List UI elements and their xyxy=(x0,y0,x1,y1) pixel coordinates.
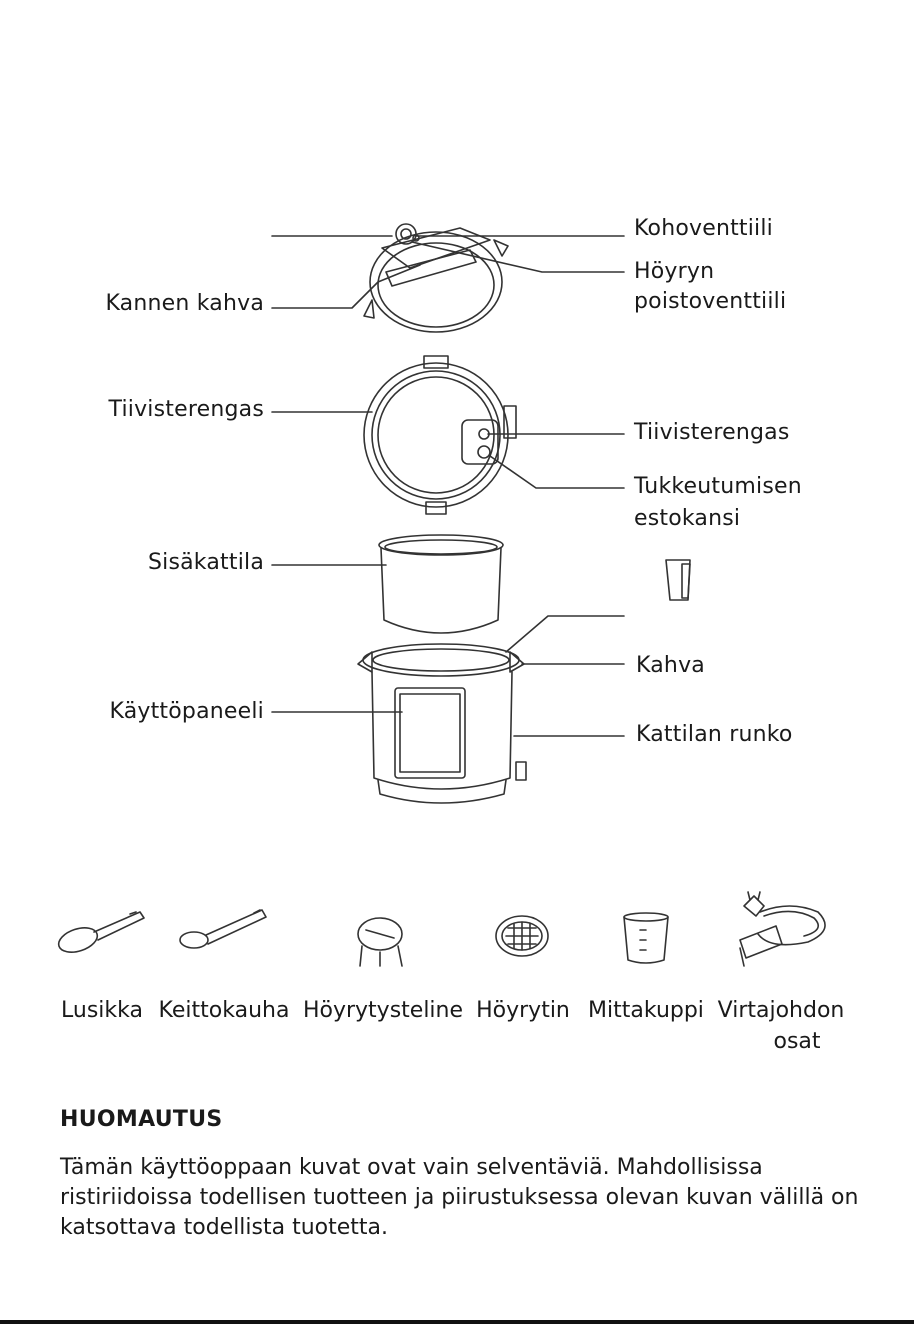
leader-line xyxy=(505,615,625,653)
power-cord-illustration xyxy=(739,891,826,967)
caption-measuring-cup: Mittakuppi xyxy=(588,998,704,1023)
leader-line xyxy=(411,241,625,273)
cooker-base-illustration xyxy=(357,643,527,804)
label-float-valve: Kohoventtiili xyxy=(634,216,773,241)
caption-steamer: Höyrytin xyxy=(476,998,570,1023)
steam-rack-illustration xyxy=(357,917,403,967)
inner-pot-illustration xyxy=(378,534,504,634)
caption-power-cord-line2: osat xyxy=(773,1029,821,1054)
steamer-basket-illustration xyxy=(495,915,549,957)
measuring-cup-illustration xyxy=(623,912,669,964)
note-text: Tämän käyttöoppaan kuvat ovat vain selve… xyxy=(60,1155,859,1240)
caption-steam-rack: Höyrytysteline xyxy=(302,998,464,1023)
caption-power-cord-line1: Virtajohdon xyxy=(717,998,845,1023)
ladle-illustration xyxy=(179,909,267,949)
condensation-collector-illustration xyxy=(665,559,691,601)
lid-illustration xyxy=(363,223,509,333)
label-anti-block-line1: Tukkeutumisen xyxy=(634,474,802,499)
label-handle: Kahva xyxy=(636,653,705,678)
note-title: HUOMAUTUS xyxy=(60,1107,223,1132)
caption-ladle: Keittokauha xyxy=(158,998,290,1023)
label-inner-pot: Sisäkattila xyxy=(147,550,264,575)
label-control-panel: Käyttöpaneeli xyxy=(109,699,264,724)
label-sealing-ring-right: Tiivisterengas xyxy=(634,420,790,445)
spoon-illustration xyxy=(57,911,145,953)
leader-line xyxy=(271,264,421,309)
label-anti-block-line2: estokansi xyxy=(634,506,741,531)
label-steam-release-line1: Höyryn xyxy=(634,259,715,284)
label-cooker-base: Kattilan runko xyxy=(636,722,793,747)
label-steam-release-line2: poistoventtiili xyxy=(634,289,787,314)
leader-line xyxy=(489,455,625,489)
label-lid-handle: Kannen kahva xyxy=(105,291,264,316)
bottom-bar xyxy=(0,1320,914,1324)
caption-spoon: Lusikka xyxy=(61,998,143,1023)
lid-underside-illustration xyxy=(363,355,517,515)
label-sealing-ring-left: Tiivisterengas xyxy=(108,397,264,422)
